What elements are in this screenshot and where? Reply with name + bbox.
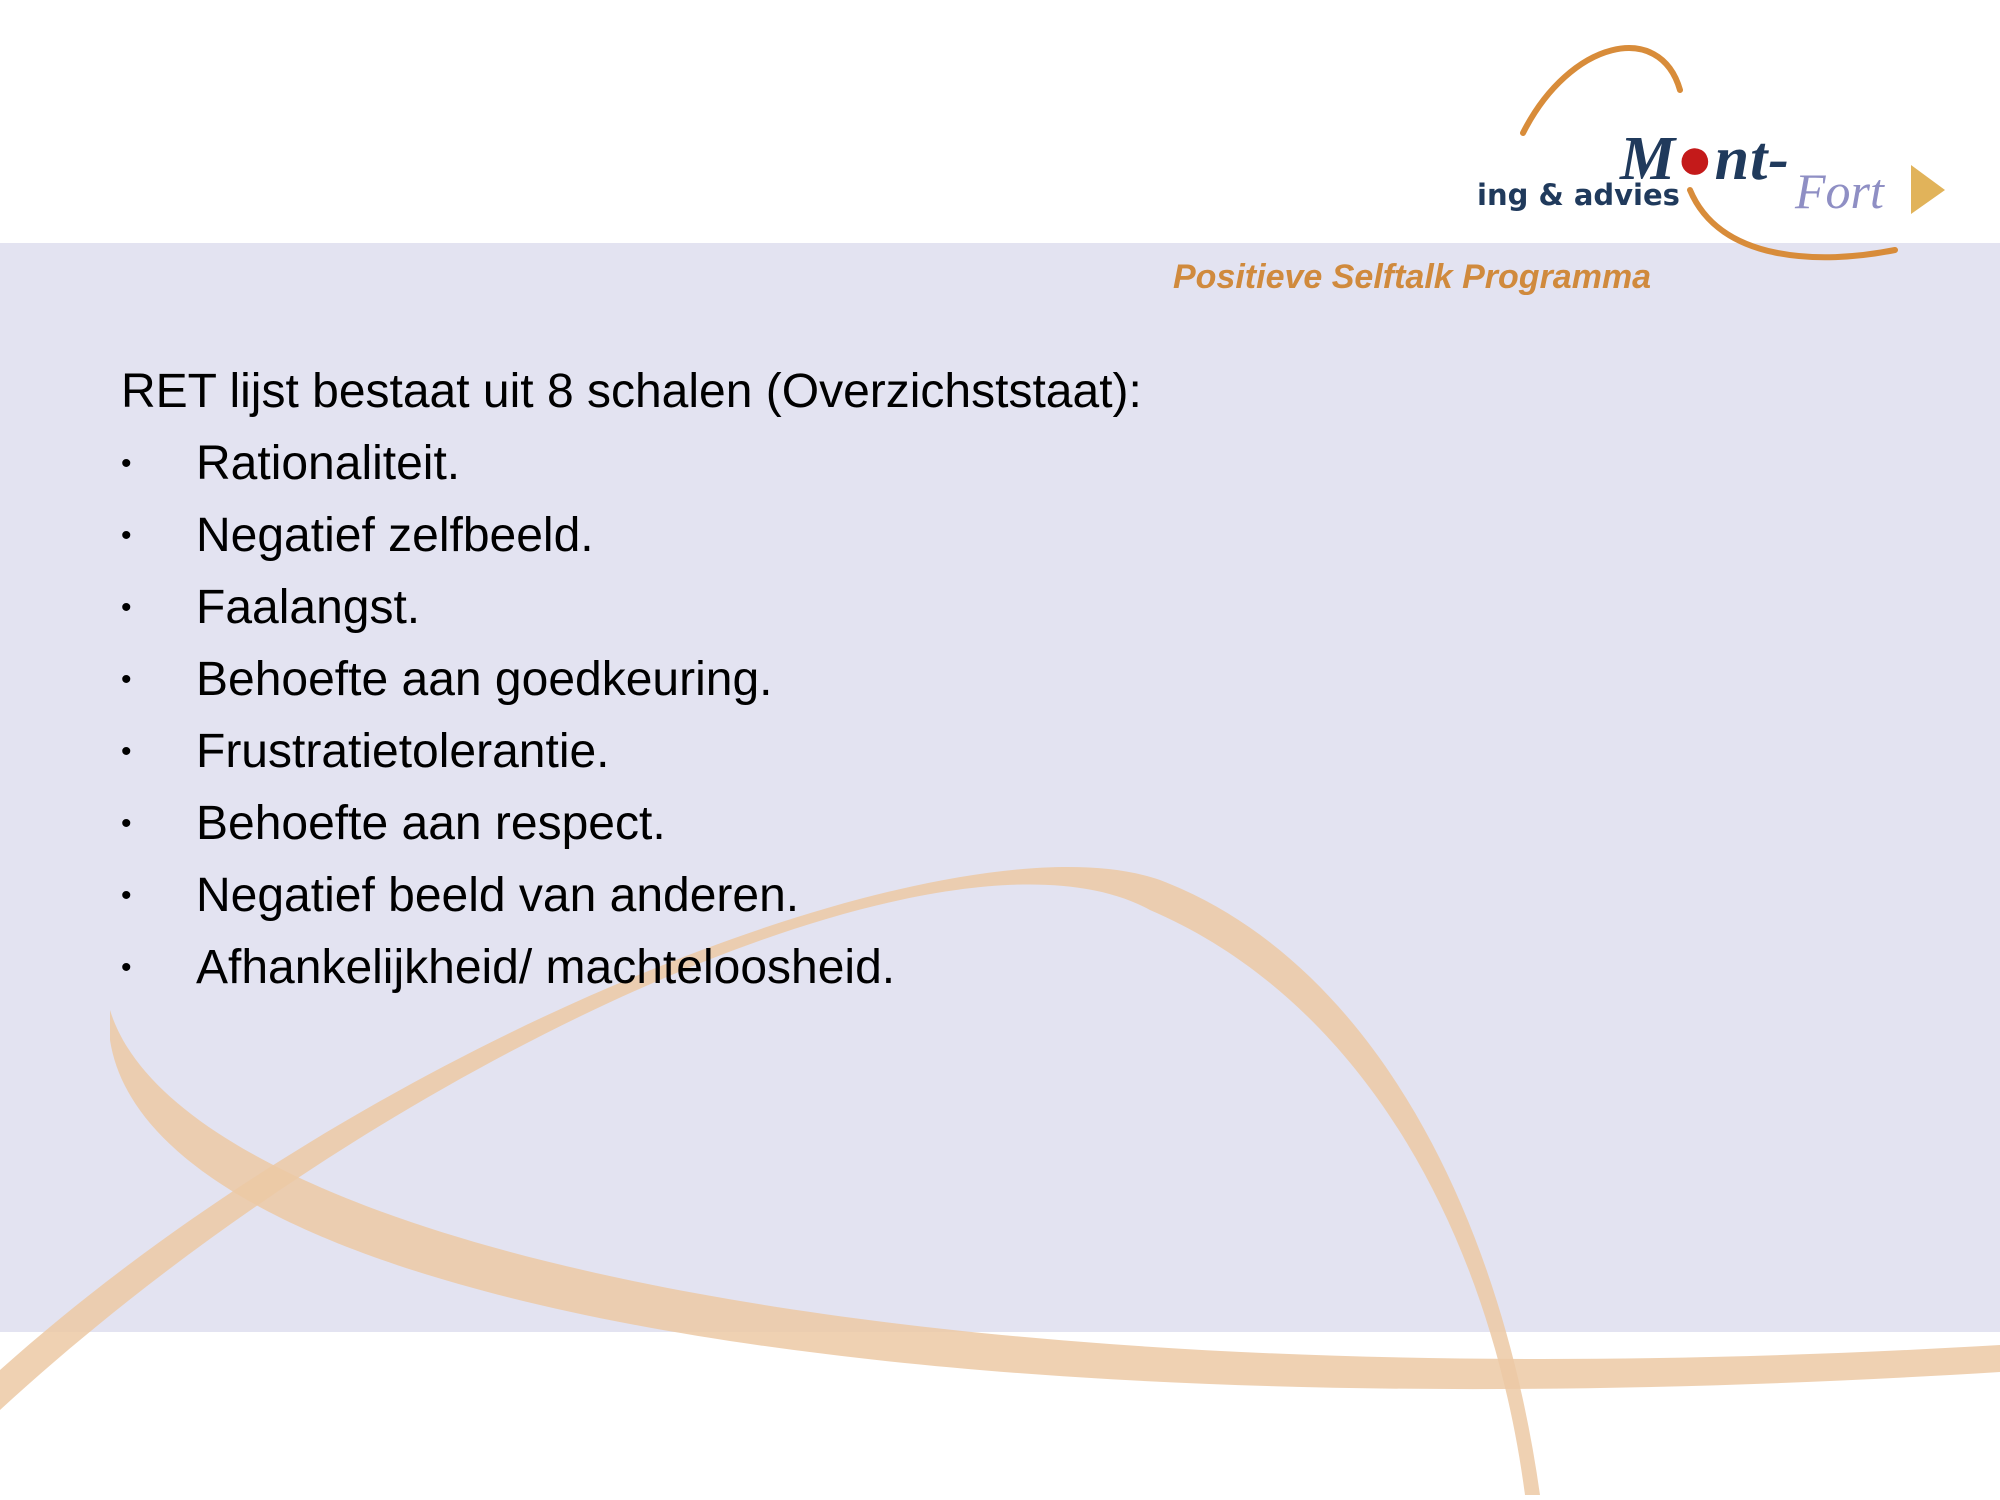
list-item: • Frustratietolerantie.: [121, 716, 1621, 788]
list-item: • Rationaliteit.: [121, 428, 1621, 500]
list-item-label: Behoefte aan respect.: [196, 797, 666, 850]
list-item-label: Afhankelijkheid/ machteloosheid.: [196, 941, 896, 994]
list-item-label: Frustratietolerantie.: [196, 725, 610, 778]
list-item: • Faalangst.: [121, 572, 1621, 644]
scale-list: • Rationaliteit. • Negatief zelfbeeld. • Fa…: [121, 428, 1621, 1004]
swoosh-lower-arc: [110, 1010, 2000, 1390]
list-item: • Negatief beeld van anderen.: [121, 860, 1621, 932]
bullet-icon: •: [121, 807, 132, 840]
logo-mont-text: M●nt-: [1620, 125, 1790, 193]
bullet-icon: •: [121, 663, 132, 696]
list-item-label: Negatief beeld van anderen.: [196, 869, 800, 922]
bullet-icon: •: [121, 879, 132, 912]
list-item-label: Behoefte aan goedkeuring.: [196, 653, 773, 706]
play-arrow-icon: [1911, 165, 1945, 214]
logo-arc-upper: [1520, 45, 1683, 136]
list-item-label: Faalangst.: [196, 581, 421, 634]
bullet-icon: •: [121, 519, 132, 552]
logo-tagline: ing & advies: [1477, 178, 1680, 212]
list-item: • Behoefte aan goedkeuring.: [121, 644, 1621, 716]
logo-arc-lower: [1687, 187, 1898, 261]
intro-text: RET lijst bestaat uit 8 schalen (Overzic…: [121, 365, 1142, 418]
logo-red-dot-icon: ●: [1676, 125, 1715, 193]
bullet-icon: •: [121, 447, 132, 480]
bullet-icon: •: [121, 951, 132, 984]
list-item: • Negatief zelfbeeld.: [121, 500, 1621, 572]
bullet-icon: •: [121, 591, 132, 624]
bullet-icon: •: [121, 735, 132, 768]
program-title: Positieve Selftalk Programma: [1173, 258, 1652, 296]
list-item: • Behoefte aan respect.: [121, 788, 1621, 860]
logo-fort-text: Fort: [1795, 163, 1884, 219]
list-item: • Afhankelijkheid/ machteloosheid.: [121, 932, 1621, 1004]
list-item-label: Negatief zelfbeeld.: [196, 509, 594, 562]
slide-content: RET lijst bestaat uit 8 schalen (Overzic…: [121, 356, 1621, 1004]
logo-graphic: [1520, 45, 1945, 261]
list-item-label: Rationaliteit.: [196, 437, 461, 490]
